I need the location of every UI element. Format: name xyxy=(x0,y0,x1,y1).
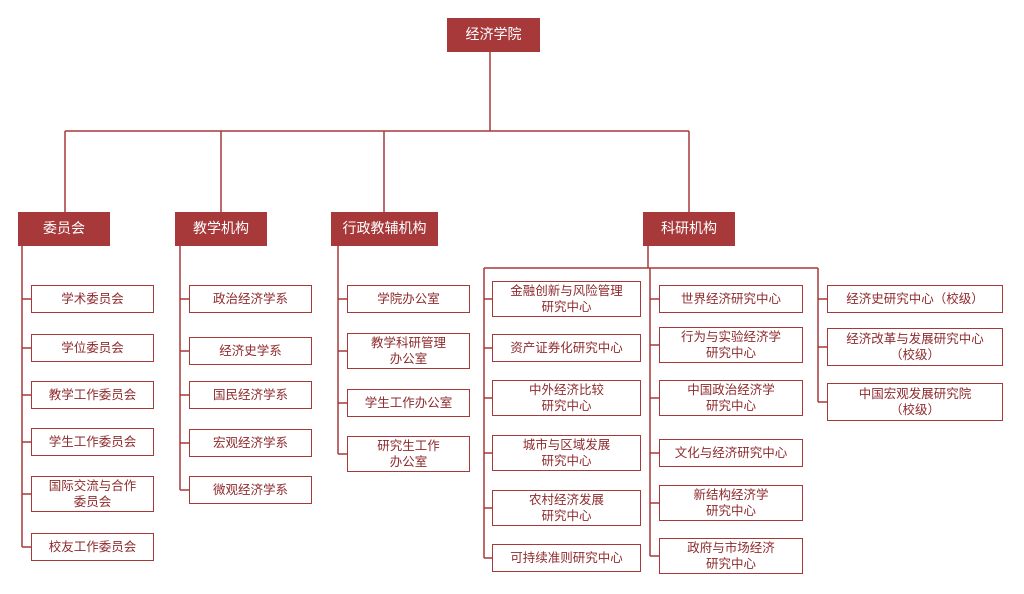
research-center-item: 中外经济比较 研究中心 xyxy=(492,380,641,416)
admin-item: 学院办公室 xyxy=(347,285,470,313)
research-center-item: 文化与经济研究中心 xyxy=(659,439,803,467)
admin-item: 研究生工作 办公室 xyxy=(347,436,470,472)
teaching-item: 政治经济学系 xyxy=(189,285,312,313)
research-center-item: 金融创新与风险管理 研究中心 xyxy=(492,281,641,317)
root-node: 经济学院 xyxy=(447,18,540,52)
research-center-item: 城市与区域发展 研究中心 xyxy=(492,435,641,471)
research-center-item: 可持续准则研究中心 xyxy=(492,544,641,572)
committee-item: 学生工作委员会 xyxy=(31,428,154,456)
research-header: 科研机构 xyxy=(643,212,735,246)
admin-header: 行政教辅机构 xyxy=(331,212,438,246)
committee-item: 国际交流与合作 委员会 xyxy=(31,476,154,512)
research-center-item: 新结构经济学 研究中心 xyxy=(659,485,803,521)
research-center-item: 农村经济发展 研究中心 xyxy=(492,490,641,526)
teaching-item: 经济史学系 xyxy=(189,337,312,365)
teaching-item: 国民经济学系 xyxy=(189,381,312,409)
committee-item: 教学工作委员会 xyxy=(31,381,154,409)
research-center-item: 政府与市场经济 研究中心 xyxy=(659,538,803,574)
committee-item: 学位委员会 xyxy=(31,334,154,362)
committees-header: 委员会 xyxy=(18,212,110,246)
research-center-item: 经济改革与发展研究中心 （校级） xyxy=(827,328,1003,366)
research-center-item: 中国政治经济学 研究中心 xyxy=(659,380,803,416)
teaching-header: 教学机构 xyxy=(175,212,267,246)
admin-item: 教学科研管理 办公室 xyxy=(347,333,470,369)
research-center-item: 经济史研究中心（校级） xyxy=(827,285,1003,313)
research-center-item: 中国宏观发展研究院 （校级） xyxy=(827,383,1003,421)
admin-item: 学生工作办公室 xyxy=(347,389,470,417)
committee-item: 学术委员会 xyxy=(31,285,154,313)
teaching-item: 宏观经济学系 xyxy=(189,429,312,457)
research-center-item: 行为与实验经济学 研究中心 xyxy=(659,327,803,363)
committee-item: 校友工作委员会 xyxy=(31,533,154,561)
research-center-item: 世界经济研究中心 xyxy=(659,285,803,313)
teaching-item: 微观经济学系 xyxy=(189,476,312,504)
research-center-item: 资产证券化研究中心 xyxy=(492,334,641,362)
